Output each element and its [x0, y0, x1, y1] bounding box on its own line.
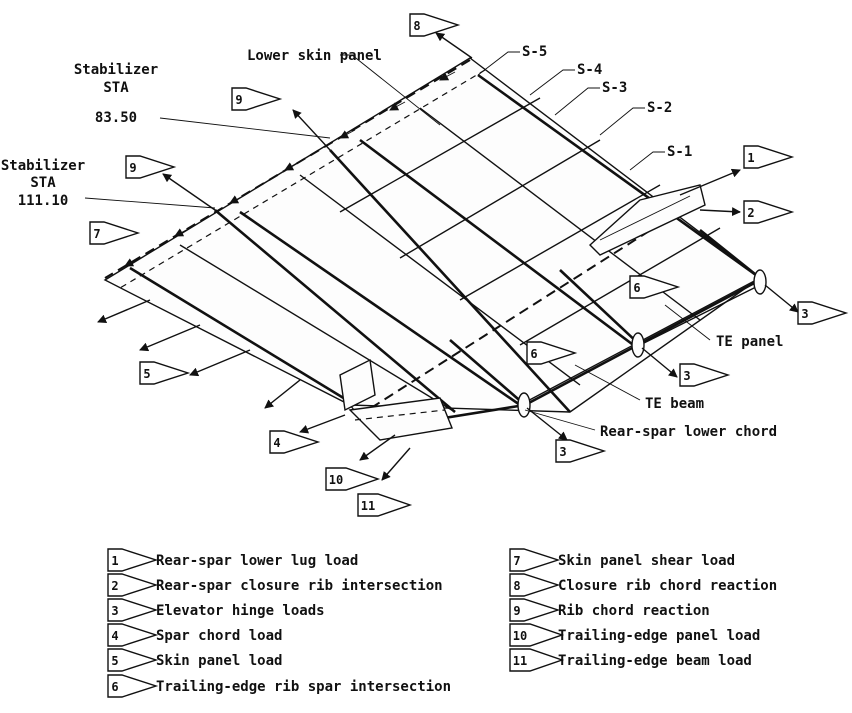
label-s2: S-2 [647, 100, 672, 116]
legend-item: 10 Trailing-edge panel load [509, 623, 760, 647]
svg-text:1: 1 [747, 151, 754, 165]
legend-item: 6 Trailing-edge rib spar intersection [107, 674, 451, 698]
rear-spar-lower-chord [359, 204, 691, 416]
flag-9-top: 9 [231, 87, 283, 111]
svg-text:11: 11 [513, 654, 527, 668]
svg-text:3: 3 [111, 604, 118, 618]
label-s1: S-1 [667, 144, 692, 160]
svg-text:4: 4 [111, 629, 118, 643]
label-rear-spar-lower-chord: Rear-spar lower chord [600, 424, 777, 440]
label-sta-83-line2: STA [103, 80, 129, 96]
legend: 1 Rear-spar lower lug load 2 Rear-spar c… [107, 548, 777, 698]
label-lower-skin-panel: Lower skin panel [247, 48, 382, 64]
legend-left: 1 Rear-spar lower lug load 2 Rear-spar c… [107, 548, 451, 698]
legend-item: 1 Rear-spar lower lug load [107, 548, 358, 572]
legend-text: Skin panel load [156, 653, 282, 669]
flag-5: 5 [139, 361, 191, 385]
flag-1: 1 [743, 145, 795, 169]
svg-text:7: 7 [513, 554, 520, 568]
legend-text: Closure rib chord reaction [558, 578, 777, 594]
diagram-labels: Lower skin panel Stabilizer STA 83.50 St… [1, 44, 784, 440]
legend-item: 5 Skin panel load [107, 648, 282, 672]
lower-skin-outline [103, 57, 762, 413]
label-sta-83-line1: Stabilizer [74, 62, 158, 78]
svg-text:6: 6 [633, 281, 640, 295]
legend-text: Rib chord reaction [558, 603, 710, 619]
legend-item: 4 Spar chord load [107, 623, 282, 647]
leader-lines [84, 51, 711, 431]
svg-text:8: 8 [413, 19, 420, 33]
svg-text:9: 9 [129, 161, 136, 175]
load-arrows [97, 32, 799, 481]
hinge-right [753, 269, 767, 295]
stabilizer-structure [103, 57, 767, 441]
legend-item: 2 Rear-spar closure rib intersection [107, 573, 443, 597]
svg-text:3: 3 [683, 369, 690, 383]
legend-text: Trailing-edge beam load [558, 653, 752, 669]
label-te-panel: TE panel [716, 334, 783, 350]
legend-text: Rear-spar closure rib intersection [156, 578, 443, 594]
svg-text:6: 6 [111, 680, 118, 694]
hinge-mid [631, 332, 645, 358]
legend-right: 7 Skin panel shear load 8 Closure rib ch… [509, 548, 777, 672]
svg-text:9: 9 [235, 93, 242, 107]
legend-text: Rear-spar lower lug load [156, 553, 358, 569]
svg-text:5: 5 [111, 654, 118, 668]
trailing-edge [339, 228, 767, 441]
label-sta-111-line3: 111.10 [18, 193, 69, 209]
diagram-flags: 8 9 9 7 1 2 3 6 3 6 5 4 [89, 13, 849, 517]
flag-6-right: 6 [629, 275, 681, 299]
svg-text:2: 2 [111, 579, 118, 593]
legend-item: 9 Rib chord reaction [509, 598, 710, 622]
skin-shear-marks [124, 71, 456, 267]
flag-7: 7 [89, 221, 141, 245]
svg-text:4: 4 [273, 436, 280, 450]
svg-text:9: 9 [513, 604, 520, 618]
svg-text:7: 7 [93, 227, 100, 241]
svg-text:2: 2 [747, 206, 754, 220]
flag-3-mid: 3 [679, 363, 731, 387]
flag-8: 8 [409, 13, 461, 37]
svg-text:1: 1 [111, 554, 118, 568]
label-sta-111-line2: STA [30, 175, 56, 191]
legend-text: Elevator hinge loads [156, 603, 325, 619]
flag-3-bottom: 3 [555, 439, 607, 463]
flag-11: 11 [357, 493, 413, 517]
svg-text:10: 10 [329, 473, 343, 487]
legend-item: 8 Closure rib chord reaction [509, 573, 777, 597]
label-sta-111-line1: Stabilizer [1, 158, 85, 174]
legend-text: Skin panel shear load [558, 553, 735, 569]
legend-item: 11 Trailing-edge beam load [509, 648, 752, 672]
legend-item: 7 Skin panel shear load [509, 548, 735, 572]
label-s3: S-3 [602, 80, 627, 96]
legend-text: Spar chord load [156, 628, 282, 644]
legend-text: Trailing-edge panel load [558, 628, 760, 644]
svg-text:6: 6 [530, 347, 537, 361]
svg-text:3: 3 [559, 445, 566, 459]
flag-10: 10 [325, 467, 381, 491]
legend-text: Trailing-edge rib spar intersection [156, 679, 451, 695]
svg-text:8: 8 [513, 579, 520, 593]
label-sta-83-line3: 83.50 [95, 110, 137, 126]
svg-text:10: 10 [513, 629, 527, 643]
label-te-beam: TE beam [645, 396, 704, 412]
flag-3-right: 3 [797, 301, 849, 325]
label-s4: S-4 [577, 62, 602, 78]
legend-item: 3 Elevator hinge loads [107, 598, 325, 622]
svg-text:3: 3 [801, 307, 808, 321]
hinge-bottom [517, 392, 531, 418]
stringers [129, 73, 761, 413]
flag-6-mid: 6 [526, 341, 578, 365]
svg-text:11: 11 [361, 499, 375, 513]
flag-9-left: 9 [125, 155, 177, 179]
flag-4: 4 [269, 430, 321, 454]
ribs [214, 97, 721, 413]
svg-text:5: 5 [143, 367, 150, 381]
flag-2: 2 [743, 200, 795, 224]
label-s5: S-5 [522, 44, 547, 60]
